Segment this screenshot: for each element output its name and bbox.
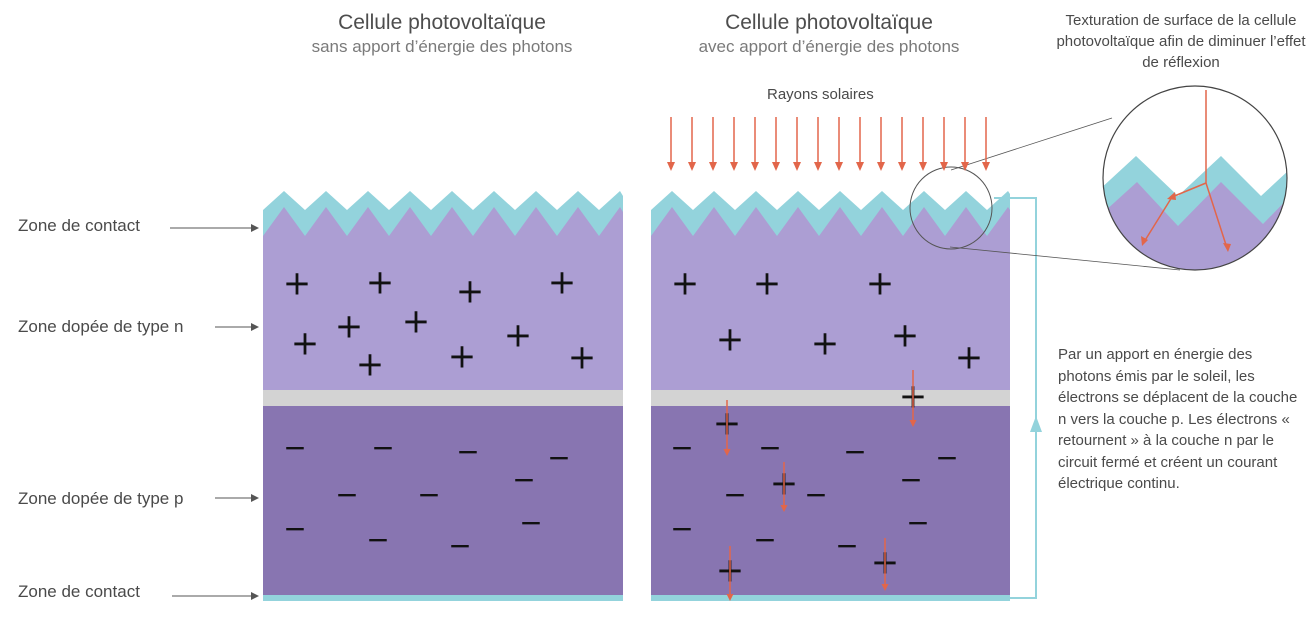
sun-ray-arrow <box>961 117 969 171</box>
sun-ray-arrow <box>814 117 822 171</box>
minus-charge: − <box>935 441 958 474</box>
minus-charge: − <box>417 478 440 511</box>
plus-charge: + <box>753 264 782 304</box>
junction-right <box>651 390 1010 406</box>
minus-charge: − <box>670 431 693 464</box>
minus-charge: − <box>804 478 827 511</box>
plus-charge: + <box>448 337 477 377</box>
title-right: Cellule photovoltaïque avec apport d’éne… <box>619 10 1039 58</box>
plus-charge: + <box>866 264 895 304</box>
title-right-sub: avec apport d’énergie des photons <box>698 37 960 56</box>
circuit-direction-arrow <box>1030 416 1042 432</box>
label-type-p: Zone dopée de type p <box>18 489 184 508</box>
electron-move-arrow <box>881 538 889 591</box>
sun-ray-arrow <box>982 117 990 171</box>
plus-charge: + <box>291 324 320 364</box>
minus-charge: − <box>371 431 394 464</box>
minus-charge: − <box>448 529 471 562</box>
minus-charge: − <box>835 529 858 562</box>
plus-charge: + <box>335 307 364 347</box>
plus-charge: + <box>568 338 597 378</box>
magnifier-line-bottom <box>949 246 1181 271</box>
minus-charge: − <box>366 523 389 556</box>
p-layer-right <box>651 406 1010 595</box>
minus-charge: − <box>758 431 781 464</box>
label-contact-bottom: Zone de contact <box>18 582 140 601</box>
minus-charge: − <box>283 431 306 464</box>
external-circuit <box>994 197 1042 599</box>
cell-right <box>651 191 1010 601</box>
minus-charge: − <box>906 506 929 539</box>
minus-charge: − <box>899 463 922 496</box>
plus-charge: + <box>891 316 920 356</box>
reflection-rays <box>1143 90 1228 249</box>
texture-note: Texturation de surface de la cellule pho… <box>1056 12 1306 71</box>
contact-layer-bottom-left <box>263 595 623 601</box>
minus-charge: − <box>519 506 542 539</box>
explanation-text: Par un apport en énergie des photons émi… <box>1058 346 1298 492</box>
electron-arrows <box>723 370 917 601</box>
plus-charge: + <box>548 263 577 303</box>
minus-charge: − <box>547 441 570 474</box>
sun-ray-arrow <box>688 117 696 171</box>
minus-charge: − <box>670 512 693 545</box>
title-left: Cellule photovoltaïque sans apport d’éne… <box>232 10 652 58</box>
minus-charge: − <box>753 523 776 556</box>
p-layer-left <box>263 406 623 595</box>
plus-charge: + <box>456 272 485 312</box>
sun-rays <box>667 117 990 171</box>
plus-charge: + <box>366 263 395 303</box>
sun-ray-arrow <box>856 117 864 171</box>
electron-move-arrow <box>909 370 917 427</box>
sun-ray-arrow <box>835 117 843 171</box>
plus-charge: + <box>811 324 840 364</box>
plus-charge: + <box>716 320 745 360</box>
minus-charge: − <box>283 512 306 545</box>
plus-charge: + <box>671 264 700 304</box>
plus-charge: + <box>356 345 385 385</box>
title-left-main: Cellule photovoltaïque <box>338 11 546 34</box>
title-left-sub: sans apport d’énergie des photons <box>311 37 573 56</box>
electron-move-arrow <box>723 400 731 456</box>
plus-charge: + <box>283 264 312 304</box>
plus-charge: + <box>402 302 431 342</box>
electron-move-arrow <box>780 462 788 512</box>
cell-left <box>263 191 623 601</box>
sun-ray-arrow <box>667 117 675 171</box>
sun-ray-arrow <box>709 117 717 171</box>
minus-charge: − <box>843 435 866 468</box>
n-layer-right <box>651 207 1010 390</box>
label-type-n: Zone dopée de type n <box>18 317 184 336</box>
magnifier-circle <box>1102 85 1288 271</box>
minus-charge: − <box>456 435 479 468</box>
plus-charge: + <box>504 316 533 356</box>
label-contact-top: Zone de contact <box>18 216 140 235</box>
label-arrows <box>170 224 259 600</box>
title-right-main: Cellule photovoltaïque <box>725 11 933 34</box>
plus-charge: + <box>955 338 984 378</box>
sun-ray-arrow <box>919 117 927 171</box>
sun-ray-arrow <box>940 117 948 171</box>
sun-ray-arrow <box>772 117 780 171</box>
contact-layer-bottom-right <box>651 595 1010 601</box>
rays-label: Rayons solaires <box>767 86 874 103</box>
sun-ray-arrow <box>730 117 738 171</box>
minus-charge: − <box>512 463 535 496</box>
junction-left <box>263 390 623 406</box>
charges: +++++++++++−−−−−−−−−−−++++++++++++−−−−−−… <box>283 263 984 591</box>
electron-move-arrow <box>726 546 734 601</box>
sun-ray-arrow <box>877 117 885 171</box>
sun-ray-arrow <box>898 117 906 171</box>
n-layer-left <box>263 207 623 390</box>
magnifier-small-circle <box>909 166 993 250</box>
minus-charge: − <box>335 478 358 511</box>
sun-ray-arrow <box>751 117 759 171</box>
circuit-wire <box>994 197 1037 599</box>
magnifier-line-top <box>950 117 1113 171</box>
minus-charge: − <box>723 478 746 511</box>
sun-ray-arrow <box>793 117 801 171</box>
